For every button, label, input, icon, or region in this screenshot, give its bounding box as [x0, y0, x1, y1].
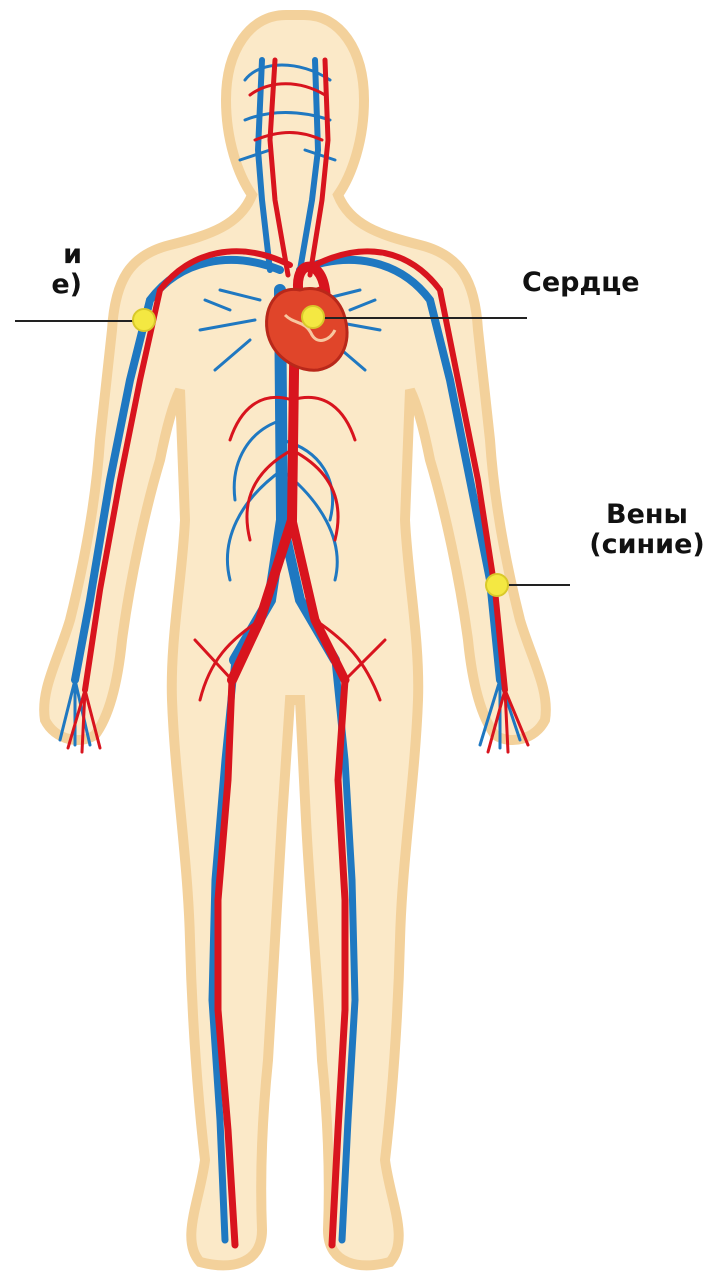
body-silhouette — [44, 15, 546, 1265]
torso-outline — [44, 15, 546, 1265]
arteries-marker-dot — [133, 309, 155, 331]
arteries-label: и е) — [0, 240, 82, 300]
veins-marker-dot — [486, 574, 508, 596]
veins-label-line2: (синие) — [572, 530, 717, 560]
veins-label: Вены (синие) — [572, 500, 717, 560]
heart-label: Сердце — [522, 268, 640, 298]
arteries-label-line1: и — [0, 240, 82, 270]
veins-label-line1: Вены — [572, 500, 717, 530]
arteries-label-line2: е) — [0, 270, 82, 300]
heart-marker-dot — [302, 306, 324, 328]
